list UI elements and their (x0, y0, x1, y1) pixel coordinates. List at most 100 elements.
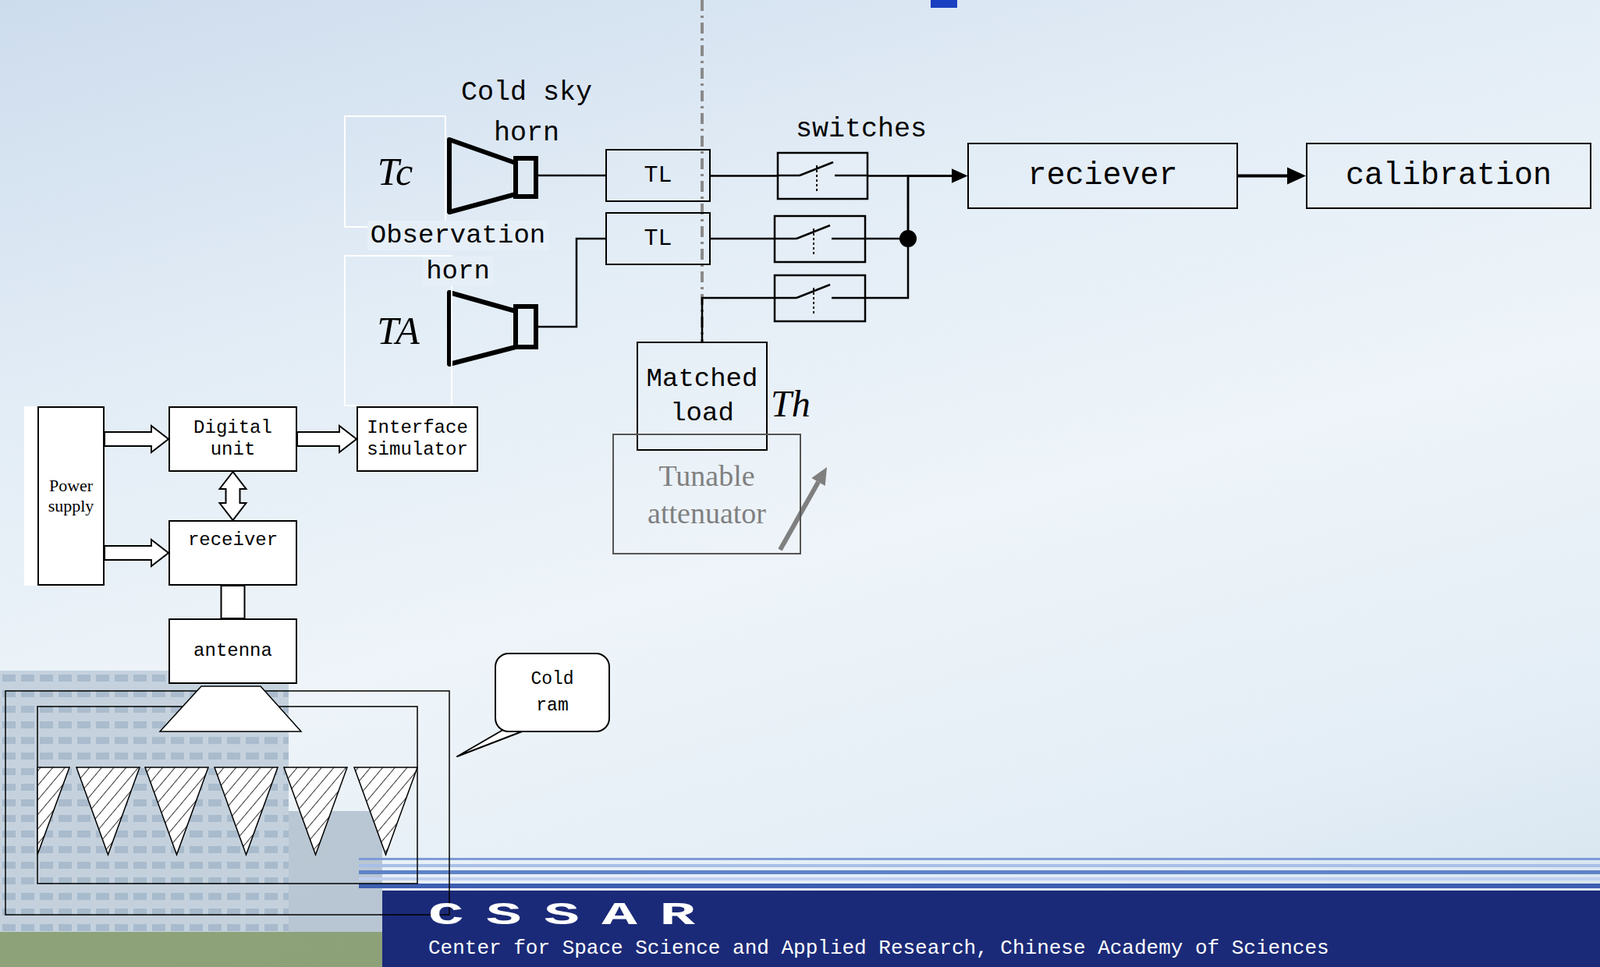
receiver-box: receiver (168, 520, 298, 586)
junction-dot (899, 230, 917, 248)
temperature-symbol: TA (351, 308, 445, 353)
footer-text: Center for Space Science and Applied Res… (428, 936, 1330, 961)
wire-line (1238, 174, 1295, 178)
waveguide-bar (221, 585, 245, 619)
horn-wire (535, 238, 606, 327)
title-fragment (930, 0, 958, 8)
antenna-box: antenna (168, 618, 298, 685)
logo-text-holder: CSSAR (428, 899, 770, 934)
receiver-box: reciever (967, 142, 1239, 210)
stripe (358, 870, 1600, 875)
control-arrow (297, 425, 357, 453)
box-label: calibration (1313, 158, 1584, 195)
logo-text: CSSAR (428, 898, 718, 934)
data-arrow (1238, 167, 1306, 185)
switch-wire (774, 297, 797, 300)
block-arrow (219, 471, 247, 521)
interface-simulator-box: Interface simulator (356, 406, 479, 472)
switch-lever (796, 284, 831, 299)
box-label: receiver (176, 529, 290, 552)
lawn (0, 932, 383, 967)
switch-wire (834, 174, 868, 178)
horn-wire (535, 174, 606, 178)
absorber-cone (76, 767, 140, 855)
switch-lever (796, 225, 831, 239)
switch-wire (774, 237, 797, 241)
stripe (358, 883, 1600, 889)
box-label: antenna (176, 640, 290, 663)
digital-unit-box: Digital unit (168, 406, 298, 472)
stripe (358, 864, 1600, 868)
data-exchange-arrow (219, 471, 247, 521)
box-label: Tunable attenuator (620, 457, 794, 533)
horn-body (449, 292, 516, 365)
white-strip (24, 406, 38, 586)
switch-box (777, 152, 868, 199)
horn-label: Observation horn (367, 220, 549, 287)
temperature-symbol: Tc (351, 149, 439, 194)
switch-box (774, 216, 866, 263)
boundary-line (700, 0, 704, 342)
arrowhead (951, 169, 968, 184)
block-arrow (104, 539, 169, 567)
temperature-frame: Tc (344, 115, 447, 228)
wire-line (702, 176, 958, 343)
stripe (358, 858, 1600, 861)
box-label: TL (613, 161, 703, 190)
switch-wire (777, 174, 800, 178)
inner-housing (37, 706, 418, 884)
arrowhead (951, 169, 968, 184)
waveguide-link (221, 585, 245, 619)
horn-throat (515, 158, 536, 197)
temperature-symbol-holder: Th (770, 382, 834, 426)
switch-symbol (777, 152, 868, 199)
transmission-line-box: TL (605, 149, 711, 203)
box-label: TL (613, 224, 703, 253)
footer-text-holder: Center for Space Science and Applied Res… (428, 936, 1583, 962)
box-label: Interface simulator (364, 417, 471, 462)
antenna-feed (159, 686, 302, 732)
footer-band (382, 890, 1600, 967)
cold-load-drawing (5, 686, 450, 916)
box-label: reciever (975, 158, 1231, 195)
switch-lever (799, 162, 834, 176)
attenuator-box: Tunable attenuator (612, 433, 802, 555)
switch-actuator (812, 228, 815, 257)
absorber-cone (214, 767, 278, 855)
transmission-line-box: TL (605, 212, 711, 266)
switch-symbol (774, 275, 866, 322)
absorber-cone (283, 767, 348, 855)
box-label: Cold ram (510, 666, 594, 720)
stripe (358, 877, 1600, 881)
box-label: Power supply (45, 475, 97, 517)
cold-sky-horn (449, 139, 606, 213)
switch-wire (831, 237, 866, 241)
switch-box (774, 275, 866, 322)
switch-symbol (774, 216, 866, 263)
horn-body (449, 139, 516, 213)
building-photo (0, 670, 383, 967)
arrowhead (951, 169, 968, 184)
switch-actuator (815, 165, 818, 194)
horn-throat (515, 306, 536, 348)
box-label: Matched load (644, 361, 760, 431)
horn-label-holder: Cold sky horn (448, 72, 605, 154)
horn-label-holder: Observation horn (356, 217, 560, 290)
tuning-arrow (780, 467, 827, 550)
temperature-symbol: Th (770, 383, 811, 425)
group-label-holder: switches (783, 111, 940, 148)
absorber-cone (145, 767, 209, 855)
block-arrow (297, 425, 357, 453)
tuning-arrow-head (811, 467, 827, 487)
group-label: switches (795, 113, 927, 146)
switch-actuator (812, 287, 815, 316)
block-arrow (104, 425, 169, 453)
power-arrow (104, 539, 169, 567)
arrowhead (1287, 167, 1306, 185)
calibration-box: calibration (1305, 142, 1592, 210)
power-supply-box: Power supply (37, 406, 105, 586)
horn-label: Cold sky horn (461, 77, 593, 150)
absorber-cone (37, 767, 70, 855)
